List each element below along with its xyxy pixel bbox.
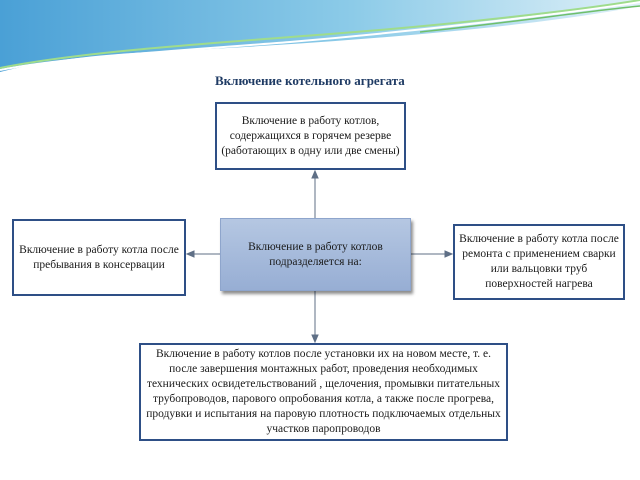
arrow-up-head <box>311 169 319 179</box>
diagram-title: Включение котельного агрегата <box>215 73 405 88</box>
arrow-right-head <box>444 250 454 258</box>
branch-box-after-repair: Включение в работу котла после ремонта с… <box>453 224 625 300</box>
central-node-text: Включение в работу котлов подразделяется… <box>248 240 383 268</box>
branch-box-new-installation: Включение в работу котлов после установк… <box>139 343 508 441</box>
header-wave-line-1 <box>0 1 640 71</box>
header-wave-line-3 <box>419 5 640 33</box>
branch-text-hot-reserve: Включение в работу котлов, содержащихся … <box>221 114 400 157</box>
branch-box-conservation: Включение в работу котла после пребывани… <box>12 219 186 296</box>
arrow-left-head <box>185 250 195 258</box>
central-node: Включение в работу котлов подразделяется… <box>220 218 411 291</box>
branch-text-conservation: Включение в работу котла после пребывани… <box>19 243 179 271</box>
header-wave-fill <box>0 0 640 72</box>
header-wave-line-2 <box>0 0 640 69</box>
branch-box-hot-reserve: Включение в работу котлов, содержащихся … <box>215 102 406 170</box>
arrow-down-head <box>311 334 319 344</box>
connector-arrows <box>185 169 454 344</box>
branch-text-after-repair: Включение в работу котла после ремонта с… <box>459 233 619 290</box>
branch-text-new-installation: Включение в работу котлов после установк… <box>146 348 501 435</box>
